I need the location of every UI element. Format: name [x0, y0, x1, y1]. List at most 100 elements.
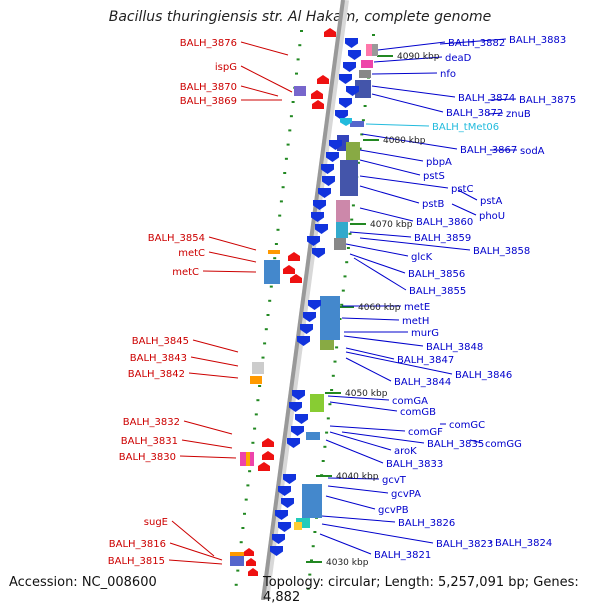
leader-line: [359, 175, 449, 189]
left-gene-label: BALH_3816: [109, 539, 166, 550]
gene-arrow-reverse: [348, 50, 361, 60]
leader-line: [181, 439, 233, 449]
gene-block-3883: [372, 44, 378, 56]
right-gene-label: pstB: [422, 199, 444, 210]
tick-mark: [341, 289, 345, 292]
gene-features: [230, 28, 378, 576]
gene-arrow-forward: [262, 438, 274, 447]
gene-arrow-forward: [248, 568, 258, 576]
leader-line: [319, 533, 372, 555]
gene-arrow-reverse: [308, 300, 321, 310]
gene-arrow-reverse: [343, 62, 356, 72]
leader-line: [451, 203, 477, 216]
tick-mark: [346, 247, 350, 249]
gene-block-gcvPA: [302, 484, 322, 518]
leader-line: [202, 270, 257, 273]
gene-arrow-forward: [324, 28, 336, 37]
gene-arrow-reverse: [283, 474, 296, 484]
tick-mark: [248, 470, 252, 473]
tick-mark: [325, 431, 329, 434]
right-gene-label: BALH_3859: [414, 233, 471, 244]
tick-mark: [363, 105, 367, 107]
right-gene-label: BALH_3826: [398, 518, 455, 529]
tick-marks: [234, 30, 393, 590]
tick-mark: [310, 559, 313, 562]
tick-mark: [372, 34, 375, 36]
gene-block-pstB: [336, 200, 350, 222]
tick-mark: [276, 228, 280, 231]
gene-arrow-reverse: [270, 546, 283, 556]
tick-mark: [236, 569, 240, 572]
gene-arrow-reverse: [287, 438, 300, 448]
right-gene-label: pstS: [423, 171, 445, 182]
gene-arrow-reverse: [335, 110, 348, 120]
tick-mark: [360, 133, 364, 136]
leader-line: [359, 237, 471, 251]
leader-line: [359, 207, 414, 222]
gene-arrow-reverse: [281, 498, 294, 508]
right-gene-label: pbpA: [426, 157, 452, 168]
tick-mark: [261, 356, 265, 359]
left-gene-label: sugE: [144, 517, 168, 528]
gene-block-3874: [355, 80, 371, 98]
gene-block-tMet06: [350, 121, 364, 127]
tick-mark: [274, 243, 278, 245]
tick-mark: [323, 445, 327, 448]
leader-line: [171, 520, 215, 557]
left-gene-label: BALH_3869: [180, 96, 237, 107]
gene-arrow-reverse: [313, 200, 326, 210]
leader-line: [359, 149, 424, 162]
tick-mark: [246, 484, 250, 487]
right-gene-label: metH: [402, 316, 429, 327]
right-gene-label: BALH_3883: [509, 35, 566, 46]
genome-backbone: [261, 0, 349, 600]
gene-block-pst: [340, 160, 358, 196]
gene-block-metC: [264, 260, 280, 284]
tick-mark: [239, 541, 243, 544]
leader-line: [179, 455, 237, 459]
right-gene-label: comGA: [392, 396, 428, 407]
gene-arrow-reverse: [311, 212, 324, 222]
gene-block-3815: [230, 556, 244, 566]
tick-mark: [306, 587, 310, 590]
tick-mark: [244, 498, 248, 501]
gene-block-3823: [294, 522, 302, 530]
tick-mark: [241, 527, 245, 529]
right-gene-label: BALH_3824: [495, 538, 552, 549]
left-gene-label: BALH_3832: [123, 417, 180, 428]
gene-arrow-reverse: [315, 224, 328, 234]
gene-block-sodA: [346, 142, 360, 160]
leader-line: [208, 236, 257, 251]
tick-mark: [258, 385, 262, 387]
gene-arrow-forward: [244, 548, 254, 556]
tick-mark: [266, 314, 270, 316]
kbp-label: 4040 kbp: [336, 472, 379, 482]
right-gene-label: BALH_tMet06: [432, 122, 499, 133]
tick-mark: [273, 257, 277, 260]
leader-line: [377, 41, 446, 51]
right-gene-label: BALH_3848: [426, 342, 483, 353]
gene-arrow-forward: [312, 100, 324, 109]
leader-line: [365, 123, 430, 127]
leader-line: [371, 85, 456, 98]
right-gene-label: aroK: [394, 446, 417, 457]
gene-arrow-reverse: [303, 312, 316, 322]
leader-line: [240, 85, 279, 97]
tick-mark: [263, 342, 267, 345]
gene-block-3860: [336, 222, 348, 238]
leader-line: [208, 251, 257, 263]
tick-mark: [298, 44, 302, 47]
tick-mark: [333, 360, 337, 363]
leader-line: [190, 356, 239, 367]
right-gene-label: comGF: [408, 427, 443, 438]
gene-arrow-reverse: [339, 98, 352, 108]
right-gene-label: BALH_3846: [455, 370, 512, 381]
leader-line: [325, 439, 384, 464]
right-gene-label: BALH_3833: [386, 459, 443, 470]
leader-line: [469, 439, 483, 444]
gene-block-murG: [320, 340, 334, 350]
label-leaders: [168, 38, 517, 565]
leader-line: [329, 425, 406, 432]
leader-line: [373, 56, 443, 63]
